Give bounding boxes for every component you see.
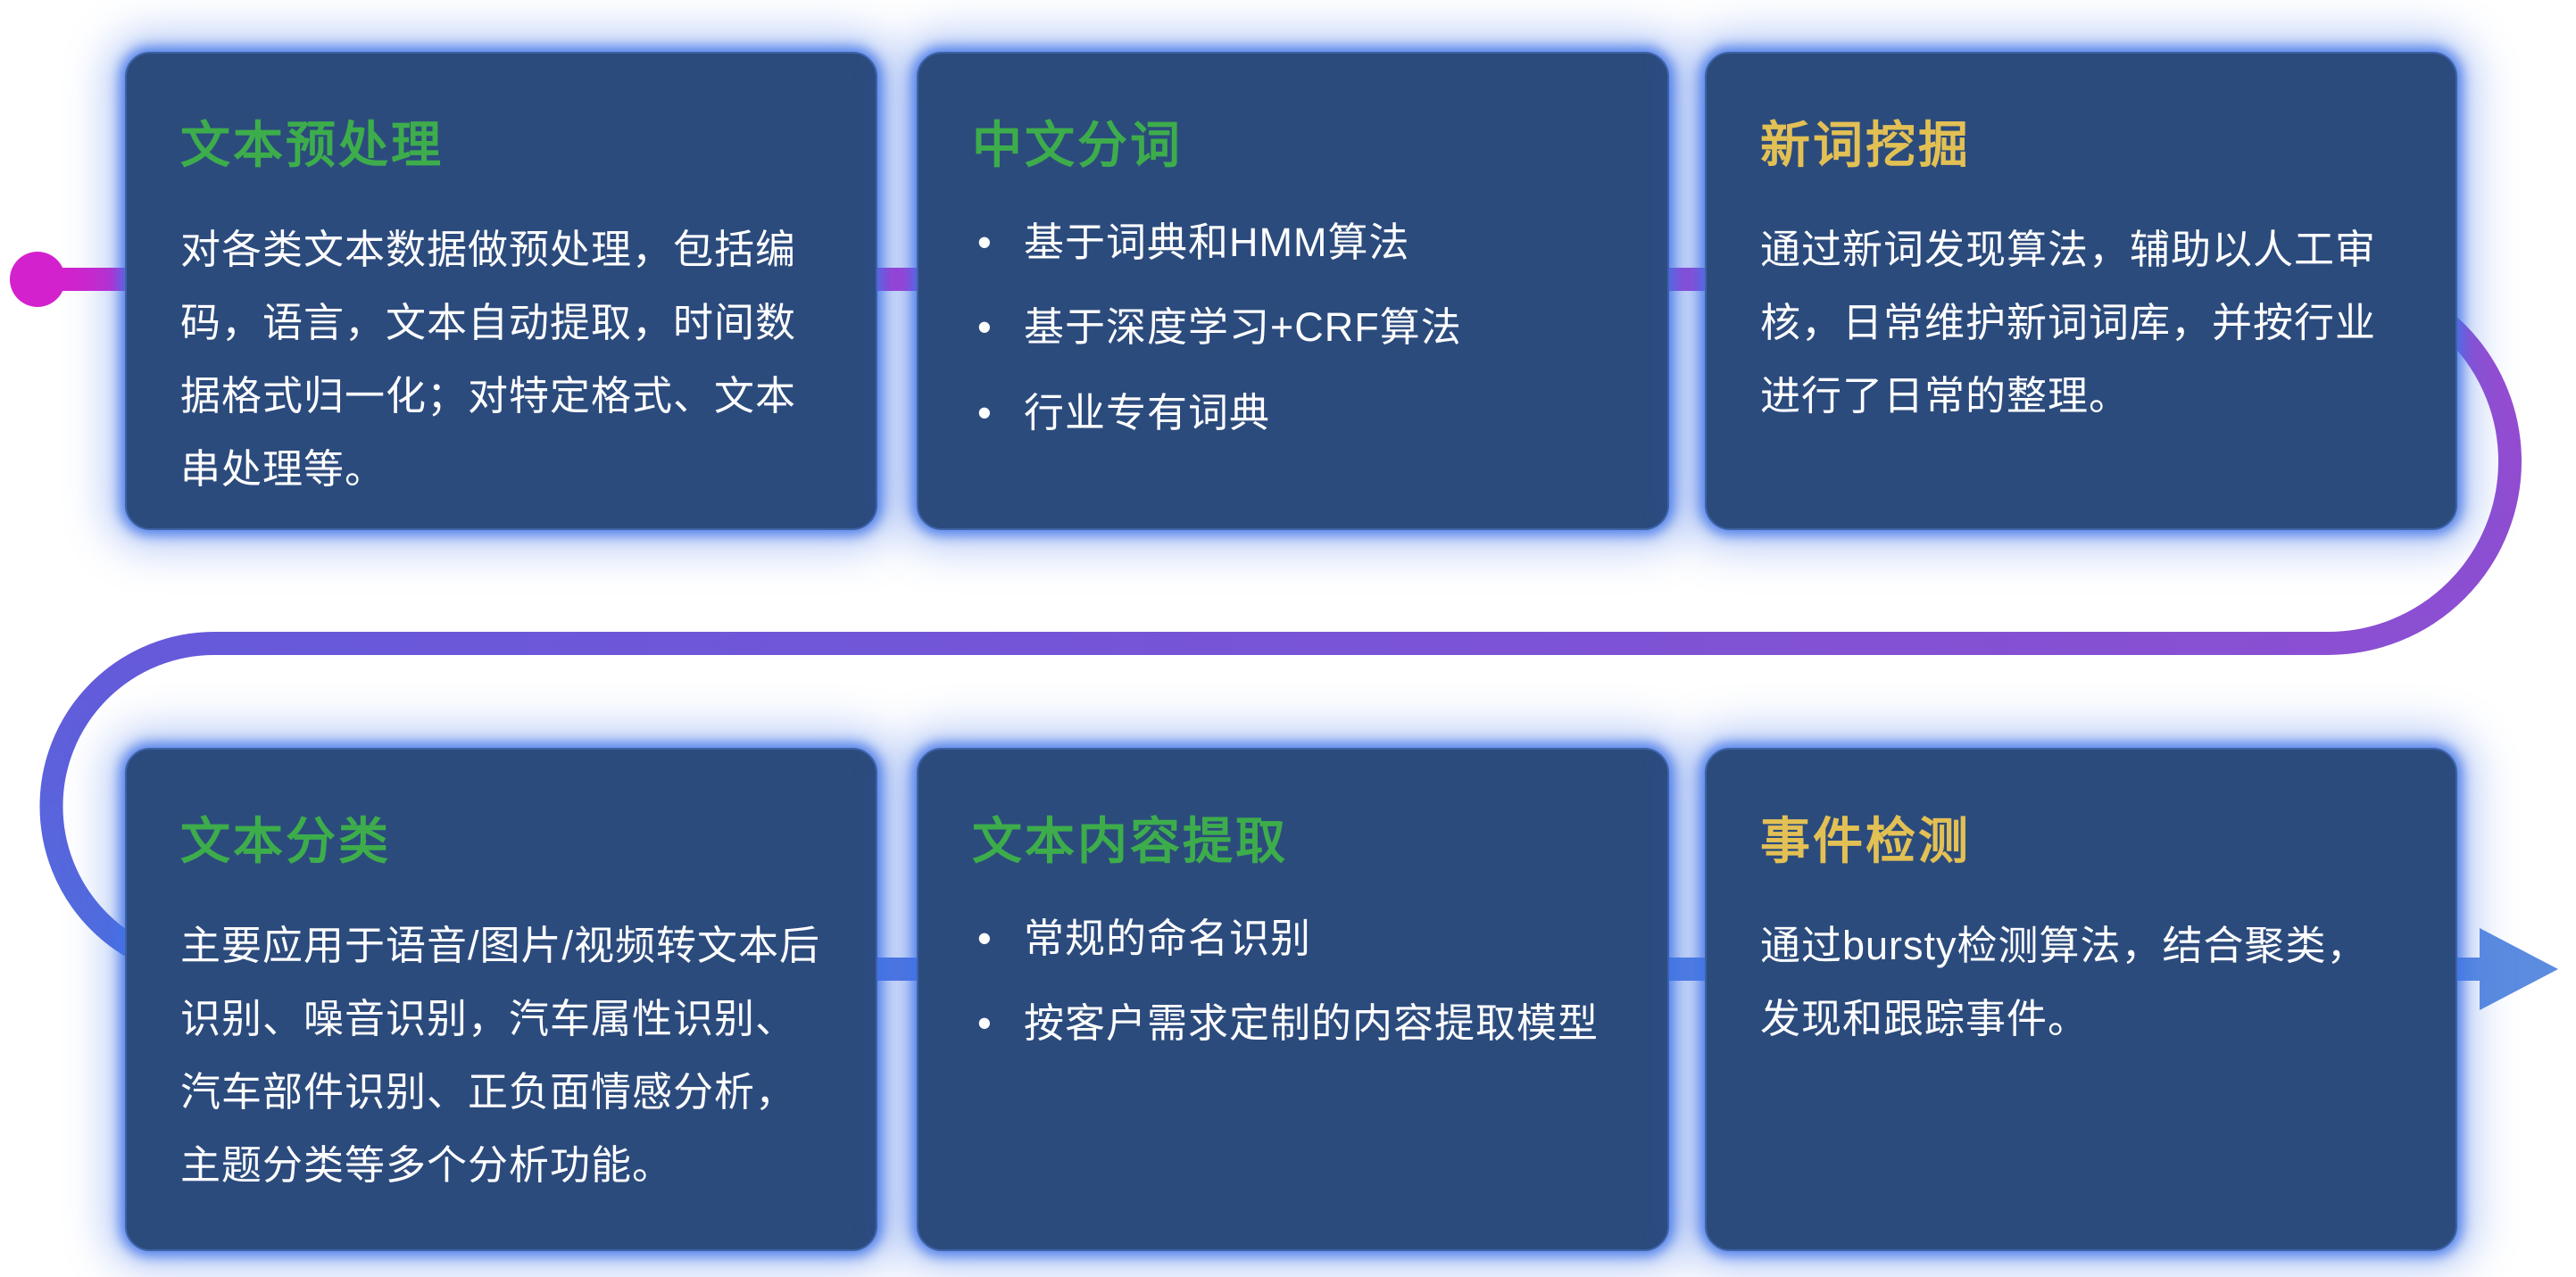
card-text-classification: 文本分类 主要应用于语音/图片/视频转文本后识别、噪音识别，汽车属性识别、汽车部… xyxy=(125,748,877,1251)
card-body-text: 通过bursty检测算法，结合聚类，发现和跟踪事件。 xyxy=(1760,923,2368,1041)
card-chinese-word-segmentation: 中文分词 基于词典和HMM算法 基于深度学习+CRF算法 行业专有词典 xyxy=(917,52,1669,530)
card-title: 文本分类 xyxy=(180,813,391,869)
card-title: 事件检测 xyxy=(1760,813,1971,869)
flow-arrowhead-icon xyxy=(2480,928,2558,1010)
card-title: 文本预处理 xyxy=(180,117,444,173)
card-event-detection: 事件检测 通过bursty检测算法，结合聚类，发现和跟踪事件。 xyxy=(1705,748,2457,1251)
card-title: 中文分词 xyxy=(972,117,1183,173)
bullet-item: 常规的命名识别 xyxy=(972,909,1614,968)
bullet-item: 按客户需求定制的内容提取模型 xyxy=(972,994,1614,1053)
bullet-item: 基于深度学习+CRF算法 xyxy=(972,298,1614,357)
bullet-item: 行业专有词典 xyxy=(972,384,1614,443)
card-text-preprocessing: 文本预处理 对各类文本数据做预处理，包括编码，语言，文本自动提取，时间数据格式归… xyxy=(125,52,877,530)
card-body-text: 主要应用于语音/图片/视频转文本后识别、噪音识别，汽车属性识别、汽车部件识别、正… xyxy=(180,923,821,1188)
card-body-text: 对各类文本数据做预处理，包括编码，语言，文本自动提取，时间数据格式归一化；对特定… xyxy=(180,227,797,492)
bullet-item: 基于词典和HMM算法 xyxy=(972,213,1614,272)
card-title: 文本内容提取 xyxy=(972,813,1288,869)
card-bullet-list: 常规的命名识别 按客户需求定制的内容提取模型 xyxy=(972,909,1614,1053)
card-new-word-mining: 新词挖掘 通过新词发现算法，辅助以人工审核，日常维护新词词库，并按行业进行了日常… xyxy=(1705,52,2457,530)
card-title: 新词挖掘 xyxy=(1760,117,1971,173)
card-body-text: 通过新词发现算法，辅助以人工审核，日常维护新词词库，并按行业进行了日常的整理。 xyxy=(1760,227,2377,419)
card-bullet-list: 基于词典和HMM算法 基于深度学习+CRF算法 行业专有词典 xyxy=(972,213,1614,442)
card-text-content-extraction: 文本内容提取 常规的命名识别 按客户需求定制的内容提取模型 xyxy=(917,748,1669,1251)
